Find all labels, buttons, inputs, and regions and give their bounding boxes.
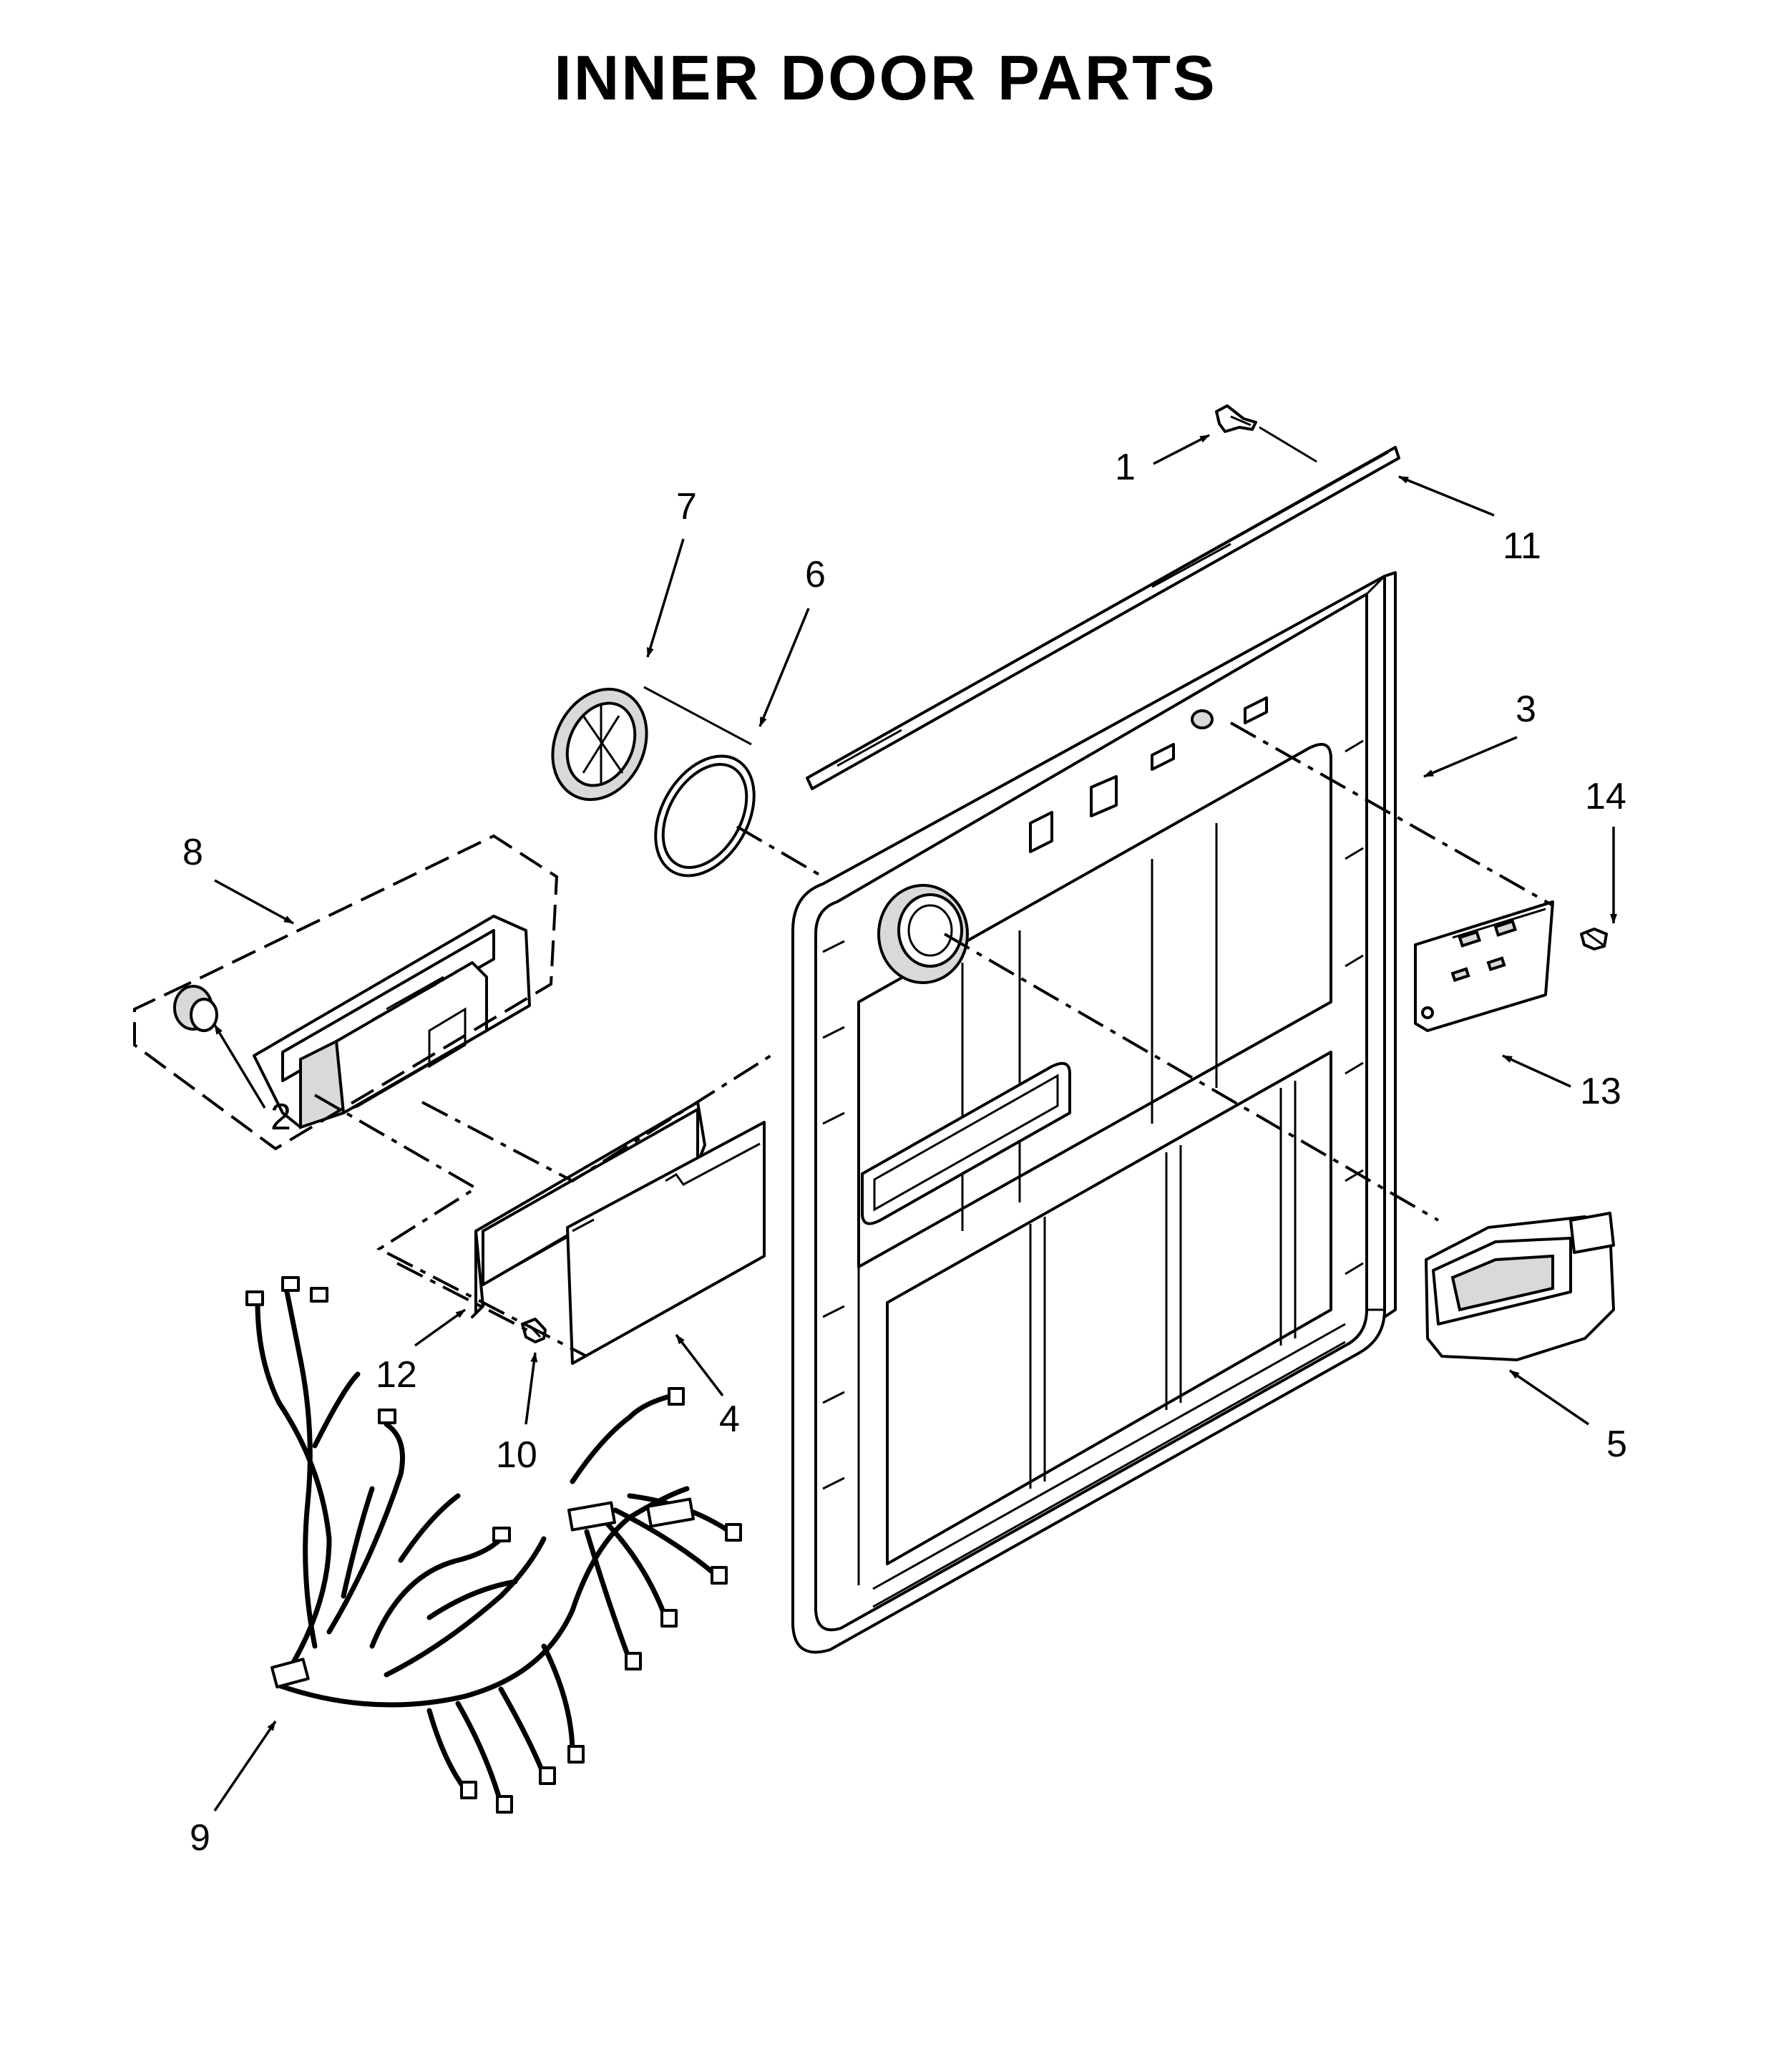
callout-4: 4 — [719, 1399, 740, 1440]
part-12-gasket — [471, 1101, 706, 1318]
part-6-gasket — [654, 754, 756, 877]
part-9-wire-harness — [245, 1276, 742, 1814]
part-13-bracket — [1414, 900, 1554, 1032]
callout-labels: 1 11 7 6 3 14 13 8 2 12 10 4 5 9 — [182, 447, 1627, 1859]
group-outline-8-2 — [133, 834, 559, 1151]
callout-8: 8 — [182, 832, 203, 873]
leader-8 — [214, 879, 294, 925]
callout-14: 14 — [1585, 776, 1626, 817]
leader-7 — [646, 538, 685, 658]
leader-13 — [1502, 1054, 1571, 1088]
inner-door-panel — [791, 575, 1386, 1654]
callout-11: 11 — [1503, 525, 1541, 567]
part-14-screw — [1580, 928, 1608, 950]
leader-10 — [525, 1352, 538, 1425]
callout-5: 5 — [1606, 1424, 1627, 1465]
part-3-rail — [1383, 571, 1397, 1318]
part-11-top-trim — [806, 446, 1400, 790]
part-1-screw — [1215, 404, 1317, 463]
callout-2: 2 — [270, 1096, 291, 1138]
leader-9 — [213, 1721, 277, 1811]
callout-7: 7 — [676, 486, 697, 527]
leader-6 — [758, 608, 810, 727]
part-7-vent-cap — [551, 686, 752, 802]
callout-leaders — [213, 434, 1617, 1811]
leader-2 — [213, 1024, 266, 1109]
callout-6: 6 — [805, 554, 826, 595]
leader-12 — [414, 1308, 467, 1347]
part-2-knob — [173, 985, 218, 1032]
part-5-vent-housing — [1425, 1212, 1615, 1361]
callout-10: 10 — [496, 1434, 537, 1476]
diagram-title: INNER DOOR PARTS — [554, 42, 1217, 113]
leader-1 — [1153, 434, 1210, 465]
callout-9: 9 — [190, 1817, 210, 1859]
leader-5 — [1509, 1369, 1589, 1426]
callout-1: 1 — [1115, 447, 1136, 488]
leader-4 — [675, 1333, 724, 1397]
callout-13: 13 — [1580, 1071, 1621, 1112]
assembly-lines — [313, 721, 1553, 1358]
part-8-dispenser — [253, 915, 531, 1129]
leader-3 — [1423, 736, 1518, 778]
leader-11 — [1398, 475, 1495, 517]
callout-3: 3 — [1516, 689, 1536, 730]
part-4-control-board — [566, 1121, 766, 1365]
callout-12: 12 — [376, 1354, 417, 1396]
